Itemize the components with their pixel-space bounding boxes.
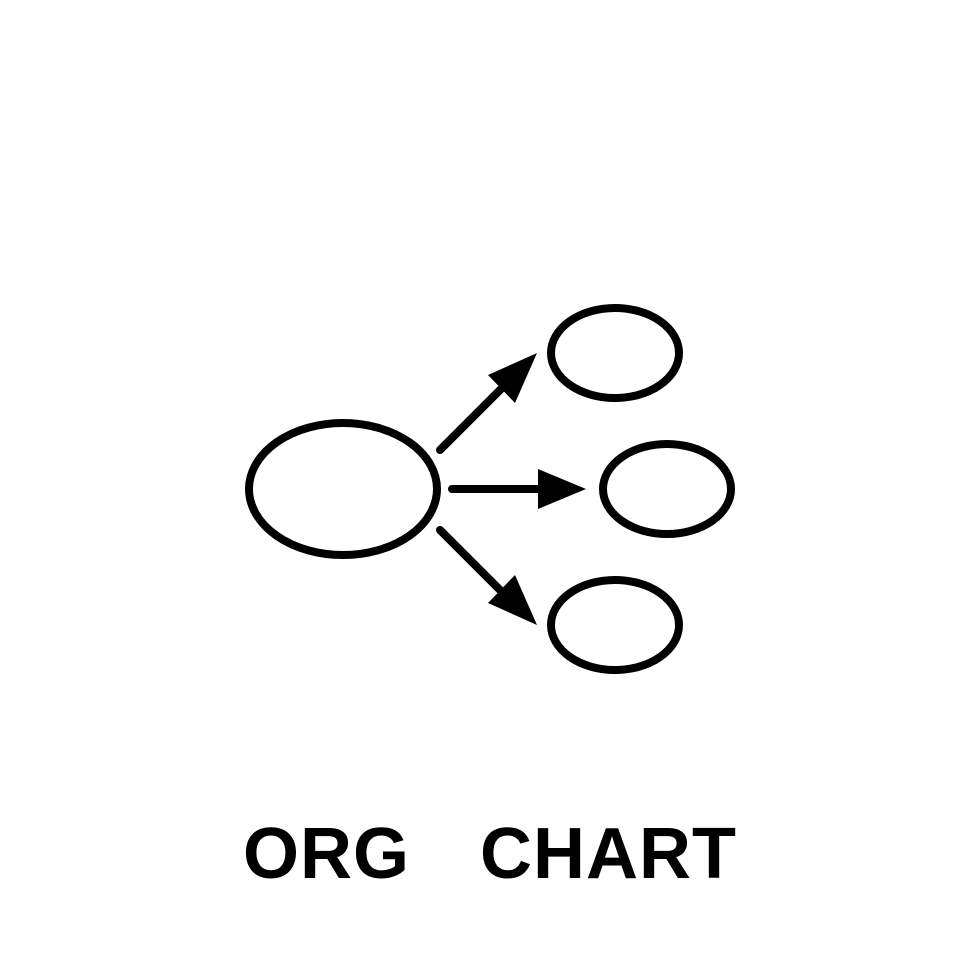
arrowhead-bottom bbox=[488, 575, 537, 625]
arrow-line-bottom bbox=[436, 526, 509, 599]
arrowhead-middle bbox=[538, 469, 586, 509]
caption-title: ORG CHART bbox=[243, 814, 737, 894]
arrowhead-top bbox=[488, 353, 537, 403]
child-node-bottom bbox=[547, 576, 683, 674]
child-node-top bbox=[547, 304, 683, 402]
root-node bbox=[245, 419, 441, 559]
child-node-middle bbox=[599, 440, 735, 538]
arrow-line-top bbox=[436, 381, 509, 454]
